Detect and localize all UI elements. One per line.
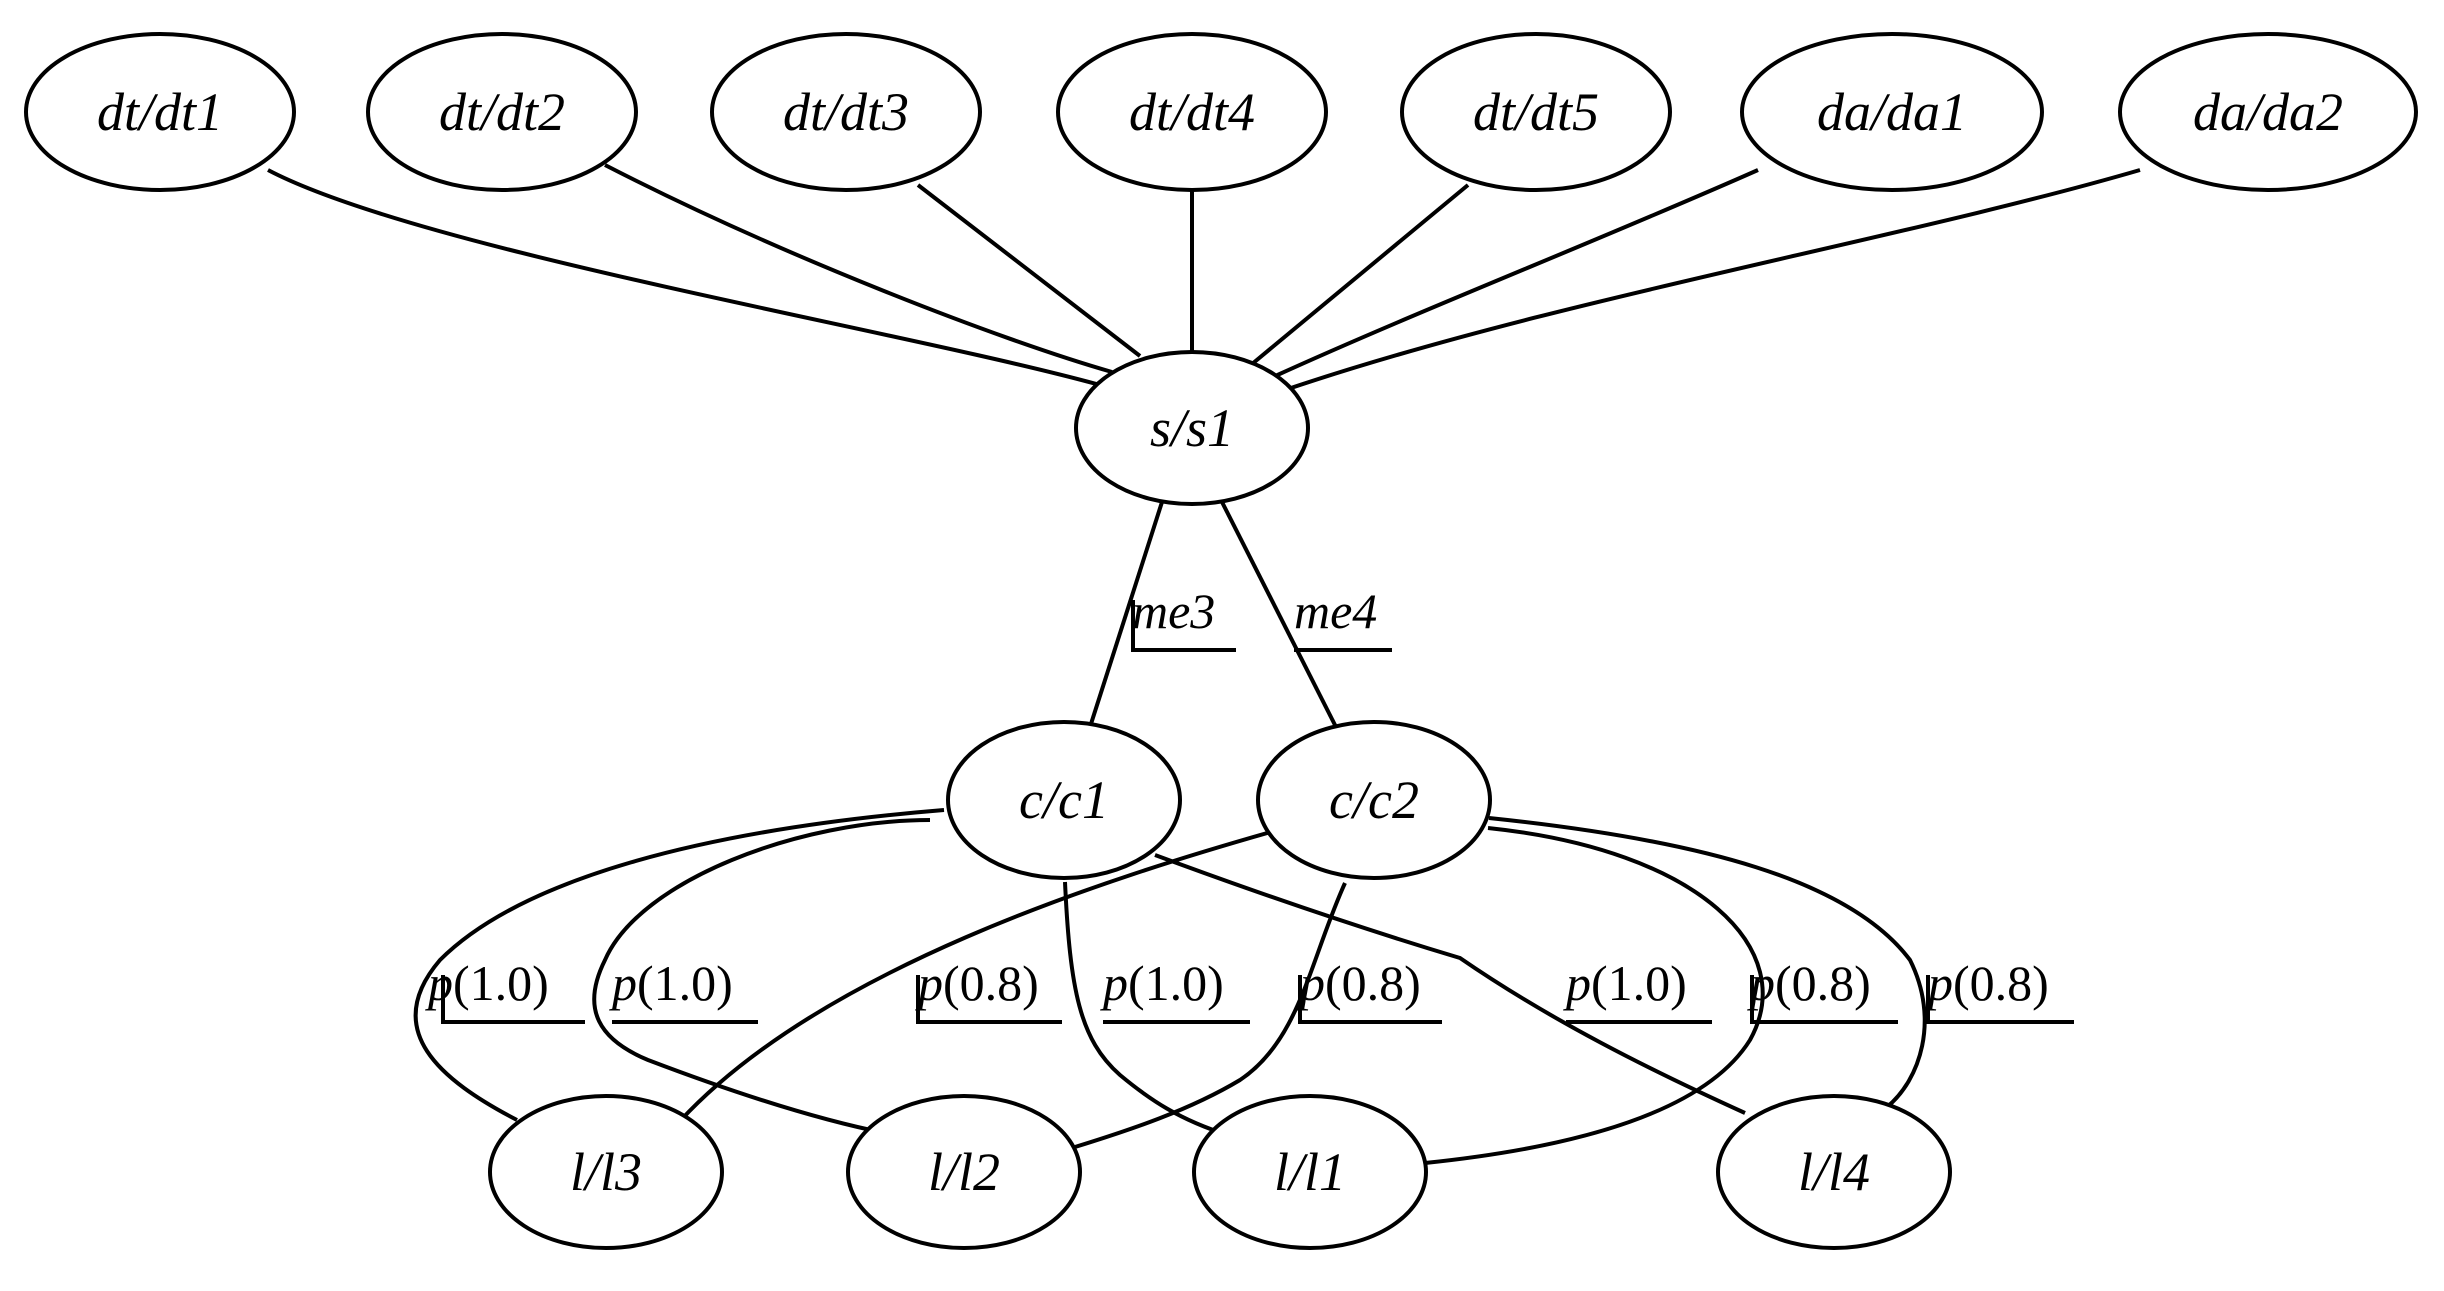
node-c1[interactable]: c/c1: [946, 720, 1182, 880]
node-l1[interactable]: l/l1: [1192, 1094, 1428, 1250]
node-dt4[interactable]: dt/dt4: [1056, 32, 1328, 192]
edge-label-me4: me4: [1294, 583, 1392, 652]
edge-c1-l1: [1063, 881, 1229, 1137]
edge-dt2-s1: [604, 163, 1113, 374]
edge-c1-l4: [1154, 853, 1746, 1115]
node-da1-label: da/da1: [1817, 82, 1967, 142]
edges-bottom: [413, 808, 1927, 1165]
edge-dt5-s1: [1250, 183, 1470, 366]
edge-label-value: (1.0): [453, 955, 549, 1011]
edge-label-fn: p: [609, 955, 637, 1011]
edge-label-c2-l2-underline: [1298, 975, 1442, 1024]
node-s1[interactable]: s/s1: [1074, 350, 1310, 506]
node-l2[interactable]: l/l2: [846, 1094, 1082, 1250]
edge-dt1-s1: [267, 168, 1101, 387]
edge-label-c2-l1: p(0.8): [1747, 955, 1898, 1024]
node-dt1-label: dt/dt1: [97, 82, 223, 142]
edge-label-c1-l3-underline: [441, 975, 585, 1024]
node-dt1[interactable]: dt/dt1: [24, 32, 296, 192]
edge-label-value: (0.8): [1953, 955, 2049, 1011]
node-l4[interactable]: l/l4: [1716, 1094, 1952, 1250]
edges-middle: [1088, 501, 1338, 728]
node-l4-label: l/l4: [1798, 1142, 1870, 1202]
edge-s1-c1: [1088, 501, 1164, 728]
edge-label-me3-text: me3: [1132, 583, 1215, 639]
edge-label-c2-l4-text: p(0.8): [1925, 955, 2049, 1011]
node-c1-label: c/c1: [1019, 770, 1109, 830]
edge-label-fn: p: [425, 955, 453, 1011]
edge-dt3-s1: [916, 183, 1142, 358]
edge-label-c2-l3-text: p(0.8): [915, 955, 1039, 1011]
node-l3-label: l/l3: [570, 1142, 642, 1202]
edge-c2-l1: [1424, 826, 1765, 1165]
edge-label-value: (0.8): [1775, 955, 1871, 1011]
edge-label-value: (1.0): [1128, 955, 1224, 1011]
node-da2[interactable]: da/da2: [2118, 32, 2418, 192]
edge-label-c1-l4-text: p(1.0): [1563, 955, 1687, 1011]
edge-label-c1-l3: p(1.0): [425, 955, 585, 1024]
node-da1[interactable]: da/da1: [1740, 32, 2044, 192]
edge-label-c2-l2-text: p(0.8): [1297, 955, 1421, 1011]
edge-label-c2-l3: p(0.8): [915, 955, 1062, 1024]
edge-da1-s1: [1272, 168, 1759, 379]
edge-label-fn: p: [1563, 955, 1591, 1011]
edge-label-value: (0.8): [943, 955, 1039, 1011]
edge-label-me4-text: me4: [1294, 583, 1377, 639]
edge-label-c2-l1-text: p(0.8): [1747, 955, 1871, 1011]
edge-c1-l2: [592, 818, 931, 1135]
edge-label-c1-l1: p(1.0): [1100, 955, 1250, 1024]
edge-label-c2-l3-underline: [916, 975, 1062, 1024]
edge-c2-l3: [678, 826, 1286, 1123]
node-l3[interactable]: l/l3: [488, 1094, 724, 1250]
edge-label-c2-l1-underline: [1750, 975, 1898, 1024]
edge-label-c1-l4: p(1.0): [1563, 955, 1712, 1024]
node-c2-label: c/c2: [1329, 770, 1419, 830]
edge-label-value: (1.0): [637, 955, 733, 1011]
node-dt5[interactable]: dt/dt5: [1400, 32, 1672, 192]
node-da2-label: da/da2: [2193, 82, 2343, 142]
edges-top: [267, 163, 2141, 392]
edge-label-value: (1.0): [1591, 955, 1687, 1011]
node-l1-label: l/l1: [1274, 1142, 1346, 1202]
edge-label-c1-l3-text: p(1.0): [425, 955, 549, 1011]
edge-da2-s1: [1284, 168, 2141, 392]
node-l2-label: l/l2: [928, 1142, 1000, 1202]
node-dt3[interactable]: dt/dt3: [710, 32, 982, 192]
edge-s1-c2: [1220, 501, 1338, 728]
edge-c2-l2: [1074, 882, 1347, 1149]
node-dt3-label: dt/dt3: [783, 82, 909, 142]
node-c2[interactable]: c/c2: [1256, 720, 1492, 880]
edge-labels: me3 me4 p(1.0) p(1.0) p(0.8) p(1.0) p(0.…: [425, 583, 2074, 1024]
edge-c1-l3: [413, 808, 945, 1122]
node-s1-label: s/s1: [1150, 398, 1234, 458]
node-dt4-label: dt/dt4: [1129, 82, 1255, 142]
node-dt5-label: dt/dt5: [1473, 82, 1599, 142]
edge-label-me3: me3: [1131, 583, 1236, 652]
edge-label-fn: p: [1100, 955, 1128, 1011]
edge-label-me3-underline: [1131, 600, 1236, 652]
edge-c2-l4: [1488, 816, 1927, 1109]
edge-label-c2-l4: p(0.8): [1925, 955, 2074, 1024]
node-dt2[interactable]: dt/dt2: [366, 32, 638, 192]
edge-label-c1-l2-text: p(1.0): [609, 955, 733, 1011]
node-dt2-label: dt/dt2: [439, 82, 565, 142]
edge-label-c1-l1-text: p(1.0): [1100, 955, 1224, 1011]
edge-label-c2-l4-underline: [1926, 975, 2074, 1024]
edge-label-c1-l2: p(1.0): [609, 955, 758, 1024]
edge-label-c2-l2: p(0.8): [1297, 955, 1442, 1024]
edge-label-value: (0.8): [1325, 955, 1421, 1011]
nodes: dt/dt1 dt/dt2 dt/dt3 dt/dt4 dt/dt5 da/da…: [24, 32, 2418, 1250]
